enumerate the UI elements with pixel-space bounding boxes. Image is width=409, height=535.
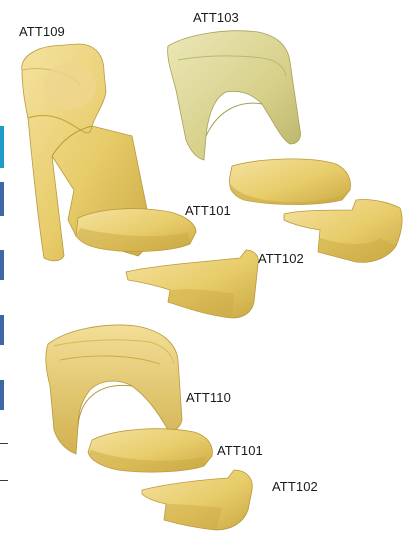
label-att101-top: ATT101 bbox=[185, 203, 231, 218]
label-att101-bottom: ATT101 bbox=[217, 443, 263, 458]
label-att109: ATT109 bbox=[19, 24, 65, 39]
label-att110: ATT110 bbox=[186, 390, 231, 405]
armrest-att102-top-icon bbox=[126, 250, 258, 318]
cushion-att101-bottom-icon bbox=[88, 429, 212, 472]
label-att103: ATT103 bbox=[193, 10, 239, 25]
cushion-att103-icon bbox=[230, 159, 351, 205]
label-att102-top: ATT102 bbox=[258, 251, 304, 266]
armrest-att102-bottom-icon bbox=[142, 470, 252, 530]
cushion-att101-top-icon bbox=[76, 209, 196, 252]
label-att102-bottom: ATT102 bbox=[272, 479, 318, 494]
seat-att103-icon bbox=[168, 31, 301, 160]
